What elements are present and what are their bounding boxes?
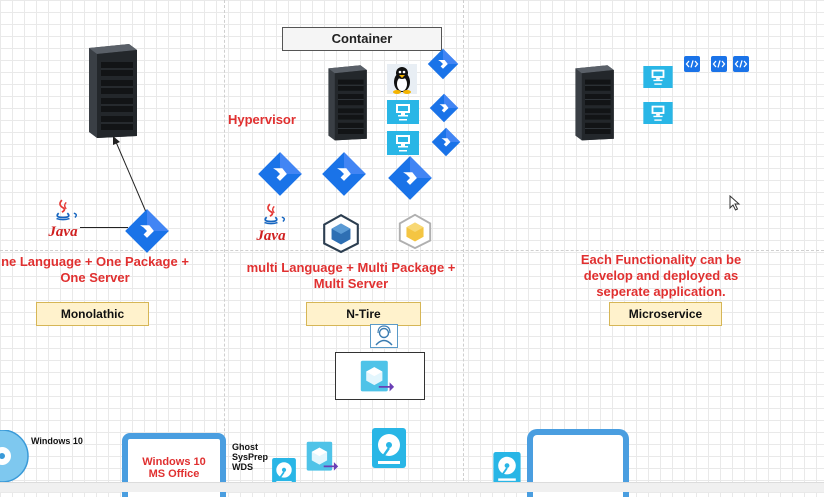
- bottom-scroll-strip[interactable]: [0, 482, 824, 492]
- package-cube-icon[interactable]: [320, 212, 362, 254]
- linux-tux-icon[interactable]: [387, 64, 417, 94]
- row-separator: [0, 250, 824, 251]
- vm-monitor-icon[interactable]: [387, 131, 419, 155]
- java-icon[interactable]: Java: [40, 198, 86, 244]
- microservice-server-icon[interactable]: [566, 62, 620, 142]
- ntier-title[interactable]: N-Tire: [306, 302, 421, 326]
- hypervisor-label: Hypervisor: [228, 112, 296, 127]
- container-label-box[interactable]: Container: [282, 27, 442, 51]
- vm-monitor-icon[interactable]: [387, 100, 419, 124]
- java-label: Java: [48, 224, 78, 240]
- cd-disc-icon[interactable]: [0, 430, 30, 482]
- hard-disk-icon[interactable]: [372, 428, 406, 468]
- connector-line: [80, 227, 128, 228]
- microservice-description: Each Functionality can be develop and de…: [580, 252, 742, 299]
- column-separator-right: [463, 0, 464, 491]
- kubernetes-diamond-icon[interactable]: [427, 48, 459, 80]
- windows10-label: Windows 10: [31, 436, 83, 446]
- hard-disk-icon[interactable]: [493, 452, 521, 484]
- kubernetes-diamond-icon[interactable]: [124, 208, 170, 254]
- mouse-pointer-icon: [729, 195, 741, 211]
- code-tag-icon[interactable]: [733, 56, 749, 72]
- deploy-cube-arrow-icon: [358, 359, 396, 395]
- vm-monitor-icon[interactable]: [643, 66, 673, 88]
- code-tag-icon[interactable]: [684, 56, 700, 72]
- windows-box-text: Windows 10 MS Office: [142, 456, 206, 480]
- column-separator-left: [224, 0, 225, 491]
- user-headset-icon[interactable]: [370, 324, 398, 348]
- kubernetes-diamond-icon[interactable]: [321, 151, 367, 197]
- monolithic-description: ne Language + One Package + One Server: [1, 254, 189, 285]
- monolithic-title[interactable]: Monolathic: [36, 302, 149, 326]
- microservice-title[interactable]: Microservice: [609, 302, 722, 326]
- vm-monitor-icon[interactable]: [643, 102, 673, 124]
- java-icon[interactable]: Java: [248, 202, 294, 250]
- kubernetes-diamond-icon[interactable]: [431, 127, 461, 157]
- monolithic-server-icon[interactable]: [76, 40, 146, 140]
- package-cube-icon[interactable]: [396, 212, 434, 250]
- connector-arrow: [113, 136, 147, 213]
- deploy-cube-arrow-icon[interactable]: [304, 440, 340, 474]
- code-tag-icon[interactable]: [711, 56, 727, 72]
- java-label: Java: [256, 228, 286, 244]
- kubernetes-diamond-icon[interactable]: [429, 93, 459, 123]
- ntier-description: multi Language + Multi Package + Multi S…: [246, 260, 456, 291]
- kubernetes-diamond-icon[interactable]: [257, 151, 303, 197]
- kubernetes-diamond-icon[interactable]: [387, 155, 433, 201]
- deploy-box[interactable]: [335, 352, 425, 400]
- ghost-sysprep-label: Ghost SysPrep WDS: [232, 442, 269, 472]
- ntier-server-icon[interactable]: [318, 62, 374, 142]
